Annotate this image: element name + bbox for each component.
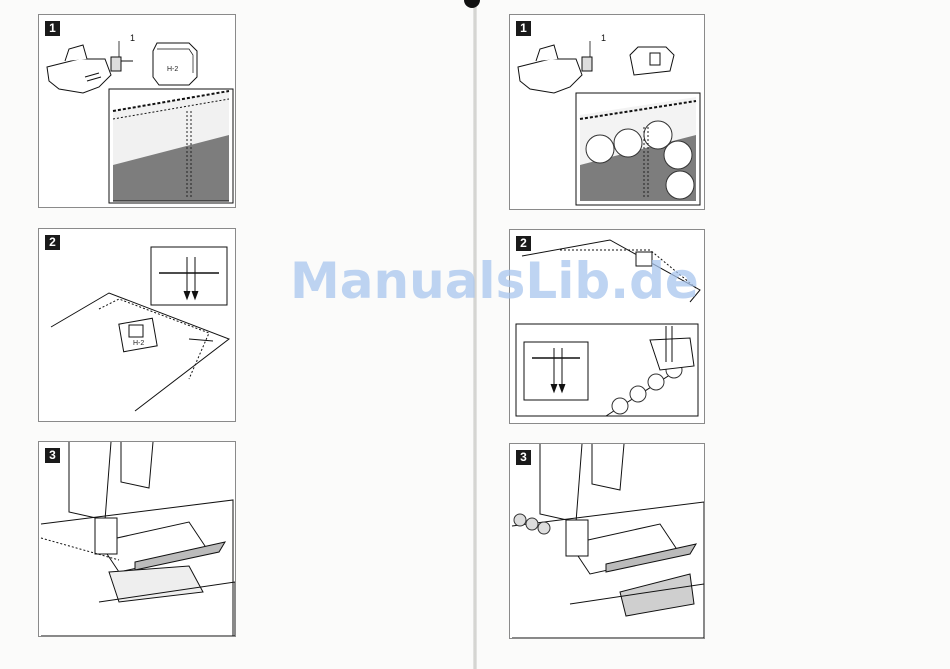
watermark-text: ManualsLib.de — [290, 252, 670, 310]
step-number-badge: 2 — [516, 236, 531, 251]
foot-h2-label-step2: H-2 — [133, 340, 144, 347]
right-step-3-illustration — [510, 444, 704, 638]
step-number-badge: 1 — [516, 21, 531, 36]
right-step-1-panel: 1 1 — [509, 14, 705, 210]
right-step-1-illustration — [510, 15, 704, 209]
left-step-2-panel: H-2 2 — [38, 228, 236, 422]
step-number-badge: 3 — [45, 448, 60, 463]
step-number-badge: 3 — [516, 450, 531, 465]
book-spine — [473, 0, 477, 669]
left-step-1-illustration: H-2 — [39, 15, 235, 207]
callout-label: 1 — [601, 33, 606, 43]
step-number-badge: 1 — [45, 21, 60, 36]
step-number-badge: 2 — [45, 235, 60, 250]
left-step-1-panel: H-2 1 1 — [38, 14, 236, 208]
left-step-3-illustration — [39, 442, 235, 636]
callout-label: 1 — [130, 33, 135, 43]
left-step-2-illustration: H-2 — [39, 229, 235, 421]
right-step-3-panel: 3 — [509, 443, 705, 639]
foot-h2-label: H-2 — [167, 66, 178, 73]
left-step-3-panel: 3 — [38, 441, 236, 637]
